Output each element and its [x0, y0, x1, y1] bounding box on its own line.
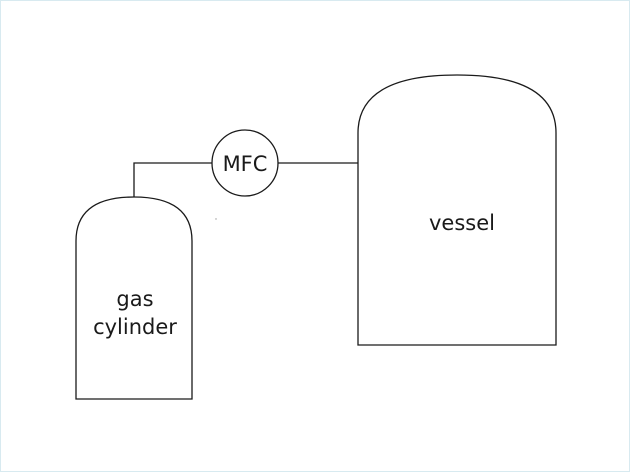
vessel-shape: [357, 74, 557, 346]
gas-cylinder-shape: [75, 196, 193, 400]
vessel-label: vessel: [429, 211, 495, 235]
mfc-label: MFC: [223, 152, 268, 176]
cylinder-label-line2: cylinder: [93, 315, 177, 339]
mfc-circle: [211, 129, 279, 197]
pipe-cylinder-to-mfc: [133, 162, 212, 197]
cylinder-label-line1: gas: [116, 287, 153, 311]
stray-dot: [215, 218, 217, 220]
